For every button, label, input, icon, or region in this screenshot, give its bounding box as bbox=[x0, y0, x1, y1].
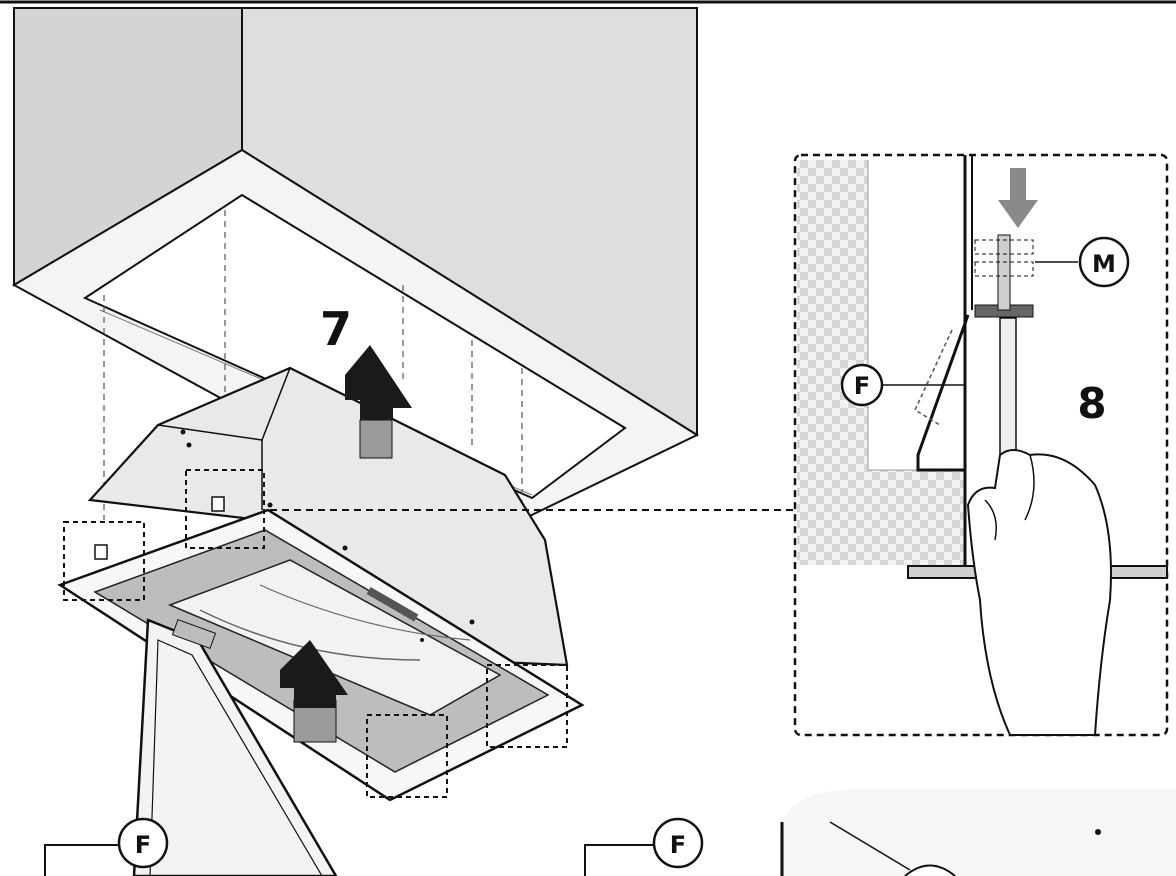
callout-f-left-leader bbox=[44, 844, 120, 876]
callout-f-left-label: F bbox=[135, 831, 151, 859]
step-8-label: 8 bbox=[1077, 379, 1106, 428]
wall-cabinet bbox=[11, 7, 700, 542]
next-detail-panel-partial bbox=[780, 790, 1176, 876]
callout-f-left-circle bbox=[117, 817, 169, 869]
callout-f-circle bbox=[840, 363, 884, 407]
callout-m-label: M bbox=[1092, 250, 1116, 278]
arrow-step7 bbox=[345, 345, 412, 459]
step-7-label: 7 bbox=[320, 302, 352, 356]
filter-opening bbox=[167, 559, 502, 716]
down-arrow bbox=[998, 168, 1038, 228]
screw-m bbox=[997, 234, 1011, 311]
arrow-filter bbox=[280, 640, 348, 743]
detail-markers bbox=[63, 469, 568, 798]
callout-f-label: F bbox=[854, 372, 870, 400]
callout-m-circle bbox=[1078, 236, 1130, 288]
callout-f-mid-label: F bbox=[670, 831, 686, 859]
detail-panel-8 bbox=[793, 153, 1169, 737]
range-hood bbox=[57, 366, 585, 802]
filter-panel bbox=[132, 618, 338, 876]
hand bbox=[966, 449, 1112, 736]
checkered-wall bbox=[797, 160, 965, 565]
callout-f-mid-leader bbox=[584, 844, 655, 876]
callout-f-mid-circle bbox=[652, 817, 704, 869]
